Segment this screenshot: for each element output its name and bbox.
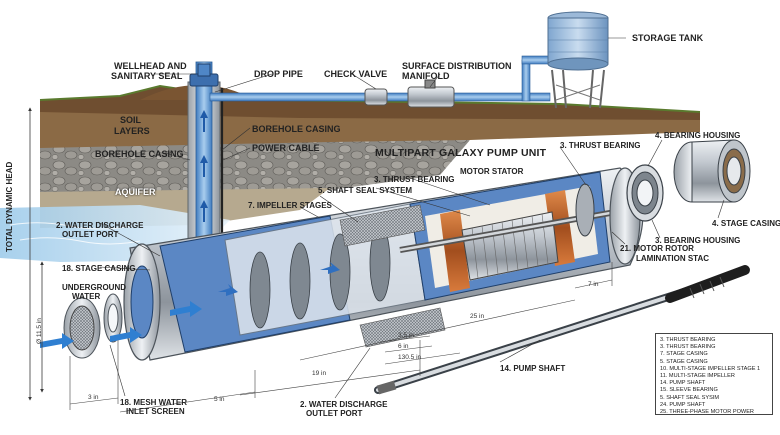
label-soil: SOIL [120, 115, 142, 125]
label-impeller-stages: 7. IMPELLER STAGES [248, 201, 332, 210]
dim-left-vertical: Ø 11.5 in [36, 318, 43, 344]
legend-item: 7. STAGE CASING [660, 351, 708, 358]
label-thrust-bearing-top: 3. THRUST BEARING [560, 141, 641, 150]
legend-item: 15. SLEEVE BEARING [660, 387, 718, 394]
label-bearing-housing-top: 4. BEARING HOUSING [655, 131, 741, 140]
dim-6in: 6 in [398, 343, 409, 350]
legend-item: 11. MULTI-STAGE IMPELLER [660, 373, 735, 380]
label-soil-2: LAYERS [114, 126, 150, 136]
legend-item: 24. PUMP SHAFT [660, 401, 706, 408]
dim-3-5in: 3.5 in [398, 332, 414, 339]
label-underground-water-2: WATER [72, 292, 101, 301]
label-wellhead: WELLHEAD AND [114, 61, 187, 71]
legend-item: 14. PUMP SHAFT [660, 380, 706, 387]
label-motor-rotor-2: LAMINATION STAC [636, 254, 710, 263]
label-borehole-casing-right: BOREHOLE CASING [252, 124, 341, 134]
dim-130-5in: 130.5 in [398, 354, 422, 361]
label-water-discharge-bottom: 2. WATER DISCHARGE [300, 400, 388, 409]
label-check-valve: CHECK VALVE [324, 69, 388, 79]
dim-7in: 7 in [588, 281, 599, 288]
label-motor-rotor: 21. MOTOR ROTOR [620, 244, 694, 253]
dim-19in: 19 in [312, 370, 327, 377]
label-storage-tank: STORAGE TANK [632, 33, 704, 43]
label-shaft-seal: 5. SHAFT SEAL SYSTEM [318, 186, 413, 195]
label-bearing-housing-mid: 3. BEARING HOUSING [655, 236, 741, 245]
label-mesh-inlet: 18. MESH WATER [120, 398, 187, 407]
legend-item: 25. THREE-PHASE MOTOR POWER [660, 409, 754, 416]
parts-legend: 3. THRUST BEARING 3. THRUST BEARING 7. S… [655, 333, 773, 415]
label-water-discharge-left-2: OUTLET PORT [62, 230, 119, 239]
label-pump-shaft: 14. PUMP SHAFT [500, 364, 566, 373]
legend-item: 3. THRUST BEARING [660, 344, 716, 351]
label-water-discharge-bottom-2: OUTLET PORT [306, 409, 363, 418]
dim-25in: 25 in [470, 313, 485, 320]
label-water-discharge-left: 2. WATER DISCHARGE [56, 221, 144, 230]
label-drop-pipe: DROP PIPE [254, 69, 303, 79]
label-aquifer: AQUIFER [115, 187, 156, 197]
label-mesh-inlet-2: INLET SCREEN [126, 407, 185, 416]
label-power-cable: POWER CABLE [252, 143, 320, 153]
label-surface-manifold: SURFACE DISTRIBUTION [402, 61, 512, 71]
legend-item: 3. THRUST BEARING [660, 337, 716, 343]
label-borehole-casing-left: BOREHOLE CASING [95, 149, 184, 159]
total-dynamic-head-axis-label: TOTAL DYNAMIC HEAD [5, 161, 14, 252]
label-stage-casing-left: 18. STAGE CASING [62, 264, 136, 273]
dim-5in: 5 in [214, 396, 225, 403]
legend-item: 5. STAGE CASING [660, 358, 708, 365]
diagram-title: MULTIPART GALAXY PUMP UNIT [375, 147, 547, 159]
label-wellhead-2: SANITARY SEAL [111, 71, 183, 81]
label-underground-water: UNDERGROUND [62, 283, 126, 292]
label-stage-casing-right: 4. STAGE CASING [712, 219, 780, 228]
label-thrust-bearing-mid: 3. THRUST BEARING [374, 175, 455, 184]
dim-3in: 3 in [88, 394, 99, 401]
label-surface-manifold-2: MANIFOLD [402, 71, 450, 81]
label-motor-stator: MOTOR STATOR [460, 167, 524, 176]
legend-item: 10. MULTI-STAGE IMPELLER STAGE 1 [660, 365, 761, 372]
legend-item: 5. SHAFT SEAL SYSIM [660, 394, 720, 401]
